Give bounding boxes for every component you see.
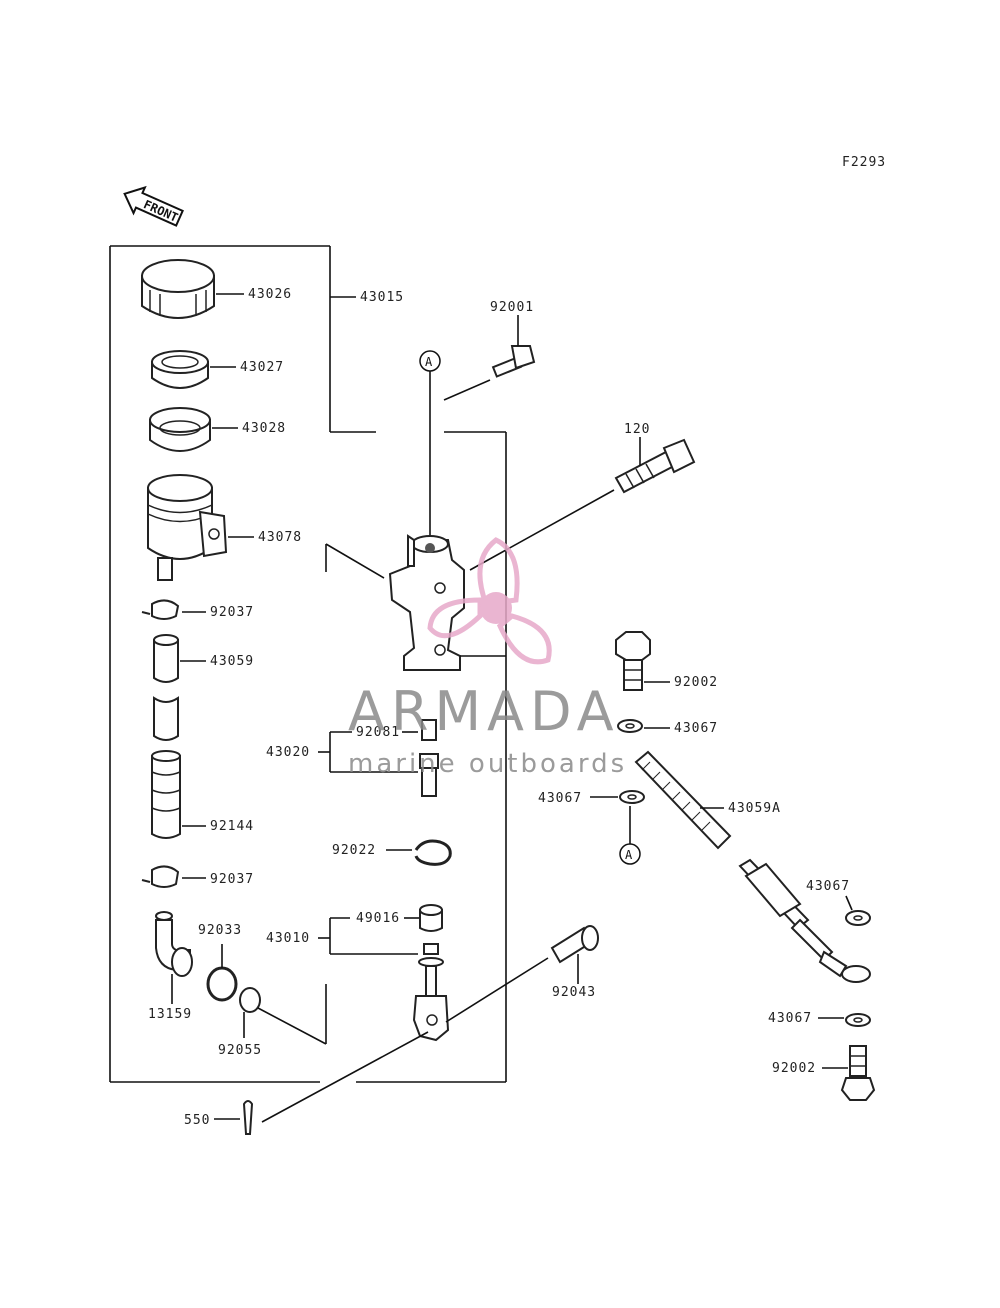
label-49016: 49016 [356,911,400,926]
label-43067-d: 43067 [768,1011,812,1026]
clevis-pin-92043 [445,925,599,1023]
assembly-bracket-43015 [109,245,507,1083]
label-43027: 43027 [240,360,284,375]
bolt-120 [469,437,696,571]
callout-a-bottom: A [619,843,641,865]
label-92002-lower: 92002 [772,1061,816,1076]
banjo-bolt-92002-lower [822,1045,876,1101]
label-13159: 13159 [148,1007,192,1022]
label-92022: 92022 [332,843,376,858]
label-43067-b: 43067 [538,791,582,806]
watermark-brand: ARMADA [348,680,620,743]
circlip-92022 [386,839,452,866]
label-92055: 92055 [218,1043,262,1058]
armada-logo-watermark: ARMADA marine outboards [348,537,627,779]
hose-protector-92144 [151,750,206,839]
brake-hose-43059A [634,750,871,983]
label-43010: 43010 [266,931,310,946]
label-92081: 92081 [356,725,400,740]
label-43059A: 43059A [728,801,781,816]
label-43078: 43078 [258,530,302,545]
label-92002-upper: 92002 [674,675,718,690]
label-120: 120 [624,422,650,437]
watermark-tagline: marine outboards [348,749,627,779]
label-92001: 92001 [490,300,534,315]
label-92033: 92033 [198,923,242,938]
push-rod-assembly-43010 [318,904,450,1042]
elbow-fitting-13159 [155,911,193,1004]
washer-43067-c [845,895,871,926]
figure-code: F2293 [842,155,886,170]
screw-92001 [443,315,536,401]
diaphragm-plate-43027 [151,350,236,389]
label-43028: 43028 [242,421,286,436]
label-43015: 43015 [360,290,404,305]
label-550: 550 [184,1113,210,1128]
circlip-92033 [206,944,238,1002]
callout-a-bottom-letter: A [625,848,633,862]
piston-assembly-43020 [318,719,439,797]
cotter-pin-550 [214,1031,429,1135]
callout-a-top: A [419,350,441,540]
propeller-icon [427,537,552,665]
label-92043: 92043 [552,985,596,1000]
label-92037-upper: 92037 [210,605,254,620]
callout-a-top-letter: A [425,355,433,369]
diaphragm-43028 [149,407,238,452]
hose-clamp-92037-lower [141,865,206,888]
label-43020: 43020 [266,745,310,760]
washer-43067-d [818,1013,871,1027]
reservoir-tank-43078 [147,474,254,581]
label-43026: 43026 [248,287,292,302]
label-43067-a: 43067 [674,721,718,736]
reservoir-cap-43026 [141,259,244,319]
label-43059: 43059 [210,654,254,669]
hose-clamp-92037-upper [141,599,206,620]
reservoir-hose-43059 [153,634,206,741]
washer-43067-a [617,719,670,733]
washer-43067-b [590,790,645,844]
label-43067-c: 43067 [806,879,850,894]
label-92144: 92144 [210,819,254,834]
banjo-bolt-92002-upper [615,631,670,691]
front-arrow-icon: FRONT [123,185,184,227]
label-92037-lower: 92037 [210,872,254,887]
o-ring-92055 [239,984,327,1045]
